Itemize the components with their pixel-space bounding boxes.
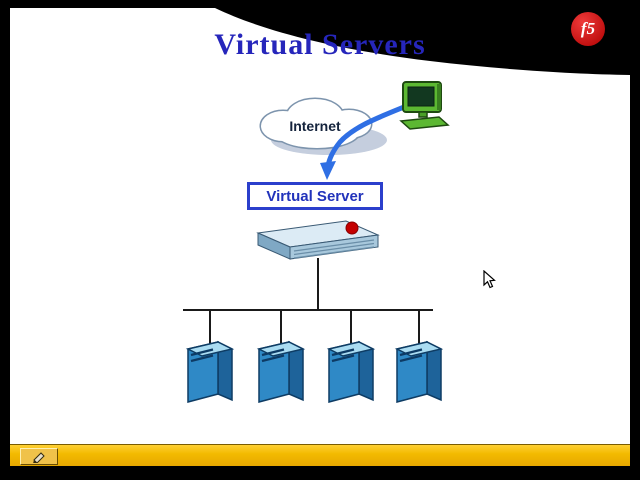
f5-logo: f5 xyxy=(571,12,605,46)
internet-cloud: Internet xyxy=(259,97,387,155)
monitor-screen xyxy=(407,86,435,107)
tower-side xyxy=(288,340,304,402)
network-lines xyxy=(183,258,433,344)
monitor-stand xyxy=(418,111,428,118)
tower-side xyxy=(358,340,374,402)
presenter-toolbar xyxy=(10,444,630,466)
tower-front xyxy=(396,341,428,403)
keyboard-base xyxy=(399,116,450,130)
pen-tool-button[interactable] xyxy=(20,448,58,465)
tower-front xyxy=(328,341,360,403)
slide-corner-decoration xyxy=(215,8,630,75)
f5-logo-text: f5 xyxy=(580,19,596,38)
bigip-appliance xyxy=(256,220,380,260)
f5-badge xyxy=(345,221,359,235)
client-computer-icon xyxy=(399,81,450,130)
pen-icon xyxy=(33,451,45,463)
virtual-server-label: Virtual Server xyxy=(266,187,364,205)
arrow-head xyxy=(320,161,336,180)
tower-side xyxy=(217,340,233,402)
appliance-front xyxy=(289,234,379,260)
tower-front xyxy=(187,341,219,403)
monitor-side-shade xyxy=(437,84,441,110)
slide-title: Virtual Servers xyxy=(214,28,426,61)
cloud-label: Internet xyxy=(289,118,341,134)
tower-front xyxy=(258,341,290,403)
mouse-cursor xyxy=(483,270,496,289)
slide: Virtual Servers f5 Internet xyxy=(10,8,630,466)
virtual-server-label-box: Virtual Server xyxy=(247,182,383,210)
tower-side xyxy=(426,340,442,402)
